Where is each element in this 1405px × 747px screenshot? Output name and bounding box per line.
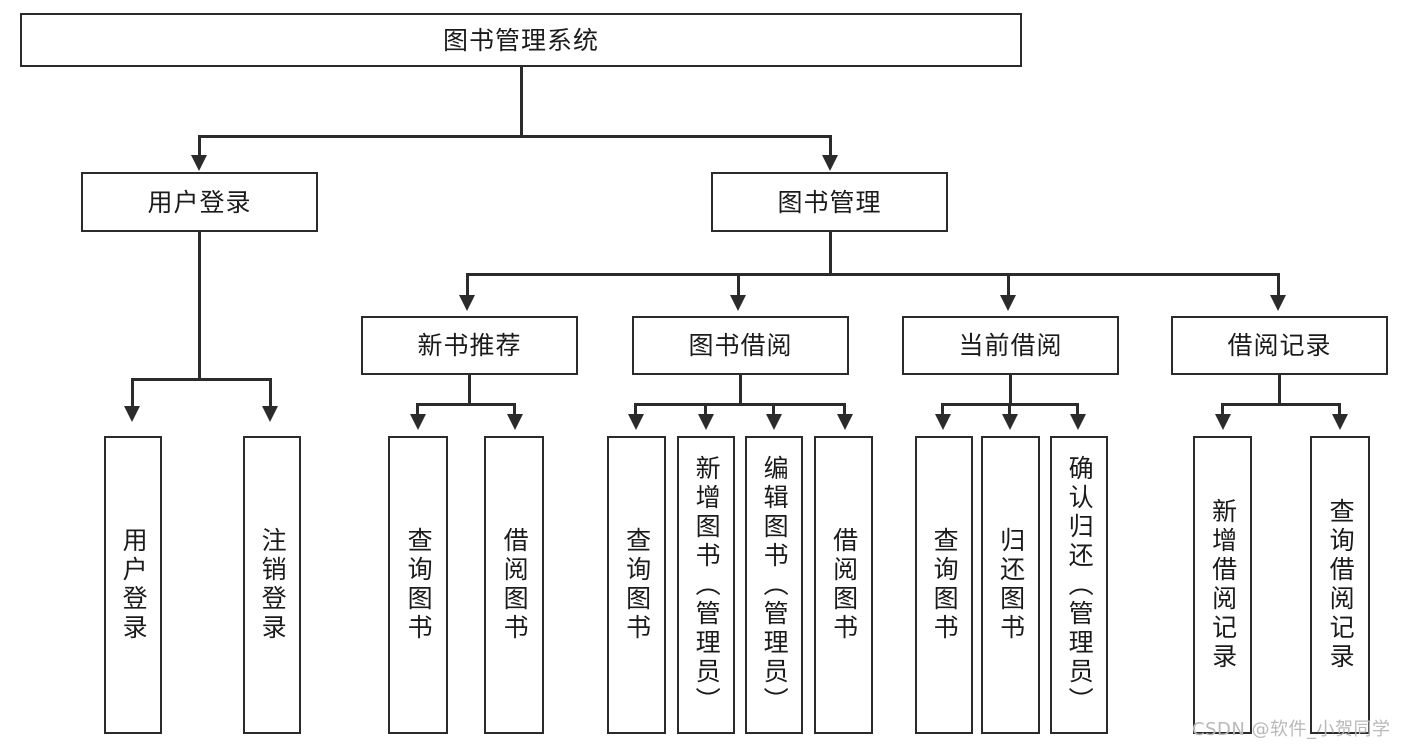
- leaf-confirm-return-admin[interactable]: 确认归还（管理员）: [1050, 436, 1108, 734]
- node-label: 当前借阅: [958, 331, 1063, 360]
- connector-user-drop-1: [131, 378, 134, 408]
- connector-root-stem: [520, 67, 523, 137]
- node-root-book-management-system[interactable]: 图书管理系统: [20, 13, 1022, 67]
- connector-level2-bus: [466, 273, 1278, 276]
- connector-books-stem: [829, 232, 832, 276]
- connector-level2-drop-2: [737, 273, 740, 297]
- node-new-book-recommendation[interactable]: 新书推荐: [361, 316, 578, 375]
- node-label: 用户登录: [147, 187, 252, 217]
- leaf-add-book-admin[interactable]: 新增图书（管理员）: [677, 436, 735, 734]
- leaf-label: 归还图书: [996, 527, 1026, 643]
- arrowhead-borrow-3: [766, 414, 782, 430]
- connector-level1-drop-1: [198, 135, 201, 157]
- arrowhead-borrow-4: [837, 414, 853, 430]
- arrowhead-current-3: [1070, 414, 1086, 430]
- connector-borrow-drop-2: [704, 403, 707, 417]
- connector-current-drop-2: [1008, 403, 1011, 417]
- arrowhead-current-1: [935, 414, 951, 430]
- leaf-return-book[interactable]: 归还图书: [981, 436, 1040, 734]
- connector-record-drop-2: [1338, 403, 1341, 417]
- connector-level1-drop-2: [829, 135, 832, 157]
- connector-record-bus: [1221, 403, 1341, 406]
- leaf-label: 查询图书: [404, 527, 434, 643]
- node-user-login[interactable]: 用户登录: [81, 172, 318, 232]
- leaf-label: 编辑图书（管理员）: [760, 454, 790, 716]
- connector-borrow-stem: [739, 375, 742, 405]
- leaf-logout[interactable]: 注销登录: [243, 436, 301, 734]
- connector-newbook-drop-2: [513, 403, 516, 417]
- arrowhead-record-1: [1215, 414, 1231, 430]
- arrowhead-borrow-1: [628, 414, 644, 430]
- leaf-query-book-current[interactable]: 查询图书: [915, 436, 973, 734]
- connector-current-drop-1: [941, 403, 944, 417]
- leaf-label: 查询图书: [930, 527, 960, 643]
- leaf-label: 注销登录: [258, 527, 288, 643]
- node-label: 图书管理系统: [442, 25, 599, 55]
- leaf-query-borrowing-record[interactable]: 查询借阅记录: [1310, 436, 1370, 734]
- leaf-query-book-borrowing[interactable]: 查询图书: [607, 436, 666, 734]
- arrowhead-borrow-2: [698, 414, 714, 430]
- connector-record-drop-1: [1221, 403, 1224, 417]
- connector-level2-drop-4: [1277, 273, 1280, 297]
- leaf-label: 查询图书: [622, 527, 652, 643]
- arrowhead-level2-1: [459, 295, 475, 311]
- node-label: 借阅记录: [1227, 331, 1332, 360]
- leaf-label: 查询借阅记录: [1326, 498, 1356, 672]
- arrowhead-current-2: [1002, 414, 1018, 430]
- leaf-label: 确认归还（管理员）: [1065, 454, 1095, 716]
- leaf-edit-book-admin[interactable]: 编辑图书（管理员）: [745, 436, 803, 734]
- connector-level2-drop-1: [466, 273, 469, 297]
- arrowhead-level2-3: [1000, 295, 1016, 311]
- connector-level2-drop-3: [1007, 273, 1010, 297]
- leaf-borrow-book-newbook[interactable]: 借阅图书: [484, 436, 544, 734]
- leaf-label: 新增图书（管理员）: [692, 454, 722, 716]
- node-borrowing-records[interactable]: 借阅记录: [1171, 316, 1388, 375]
- leaf-user-login[interactable]: 用户登录: [104, 436, 162, 734]
- leaf-label: 借阅图书: [829, 527, 859, 643]
- connector-newbook-stem: [468, 375, 471, 405]
- connector-borrow-drop-4: [843, 403, 846, 417]
- node-label: 新书推荐: [417, 331, 522, 360]
- connector-user-stem: [198, 232, 201, 380]
- arrowhead-level1-2: [822, 155, 838, 171]
- leaf-label: 借阅图书: [500, 527, 530, 643]
- arrowhead-newbook-1: [410, 414, 426, 430]
- connector-user-drop-2: [269, 378, 272, 408]
- connector-newbook-bus: [416, 403, 516, 406]
- arrowhead-level2-2: [730, 295, 746, 311]
- leaf-label: 用户登录: [119, 527, 149, 643]
- node-book-management[interactable]: 图书管理: [711, 172, 948, 232]
- connector-current-drop-3: [1076, 403, 1079, 417]
- node-label: 图书管理: [777, 187, 882, 217]
- leaf-label: 新增借阅记录: [1208, 498, 1238, 672]
- connector-newbook-drop-1: [416, 403, 419, 417]
- node-label: 图书借阅: [688, 331, 793, 360]
- connector-current-stem: [1009, 375, 1012, 405]
- arrowhead-record-2: [1332, 414, 1348, 430]
- arrowhead-user-leaf-2: [262, 406, 278, 422]
- node-current-borrowing[interactable]: 当前借阅: [902, 316, 1119, 375]
- leaf-borrow-book-borrowing[interactable]: 借阅图书: [814, 436, 873, 734]
- arrowhead-level1-1: [191, 155, 207, 171]
- connector-borrow-drop-3: [772, 403, 775, 417]
- connector-borrow-drop-1: [634, 403, 637, 417]
- connector-user-bus: [131, 378, 272, 381]
- arrowhead-newbook-2: [507, 414, 523, 430]
- connector-record-stem: [1278, 375, 1281, 405]
- leaf-query-book-newbook[interactable]: 查询图书: [388, 436, 448, 734]
- leaf-add-borrowing-record[interactable]: 新增借阅记录: [1193, 436, 1252, 734]
- arrowhead-user-leaf-1: [124, 406, 140, 422]
- connector-level1-bus: [198, 135, 832, 138]
- node-book-borrowing[interactable]: 图书借阅: [632, 316, 849, 375]
- connector-borrow-bus: [634, 403, 846, 406]
- arrowhead-level2-4: [1270, 295, 1286, 311]
